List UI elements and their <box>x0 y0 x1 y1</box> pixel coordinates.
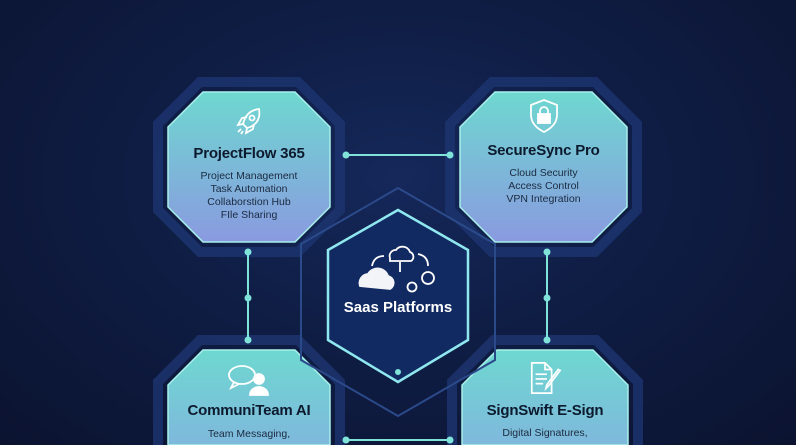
feature: Cloud Security <box>509 167 578 179</box>
cloud-gears-icon <box>358 245 435 293</box>
chat-user-icon <box>228 365 269 396</box>
rocket-icon <box>236 108 261 135</box>
platform-name: CommuniTeam AI <box>187 402 311 419</box>
feature: Digital Signatures, <box>502 427 588 439</box>
center-hexagon <box>326 208 470 384</box>
feature: Project Management <box>200 170 298 182</box>
feature: FIle Sharing <box>220 209 278 221</box>
platform-card-projectflow: ProjectFlow 365 Project Management Task … <box>168 104 330 222</box>
feature: VPN Integration <box>506 193 581 205</box>
card-shape-communiteam <box>167 349 331 445</box>
card-shape-projectflow <box>167 91 331 243</box>
platform-name: SecureSync Pro <box>487 142 600 159</box>
platform-name: SignSwift E-Sign <box>486 402 604 419</box>
center-title: Saas Platforms <box>343 299 453 316</box>
platform-card-communiteam: CommuniTeam AI Team Messaging, <box>168 364 330 441</box>
card-shape-signswift <box>461 349 629 445</box>
platform-name: ProjectFlow 365 <box>193 145 305 162</box>
shield-lock-icon <box>529 99 558 134</box>
document-pen-icon <box>530 362 562 394</box>
card-shape-securesync <box>459 91 628 243</box>
feature: Task Automation <box>210 183 288 195</box>
feature: Collaborstion Hub <box>207 196 291 208</box>
feature: Access Control <box>508 180 579 192</box>
feature: Team Messaging, <box>207 428 291 440</box>
platform-card-securesync: SecureSync Pro Cloud Security Access Con… <box>460 98 627 206</box>
platform-card-signswift: SignSwift E-Sign Digital Signatures, <box>462 361 628 440</box>
